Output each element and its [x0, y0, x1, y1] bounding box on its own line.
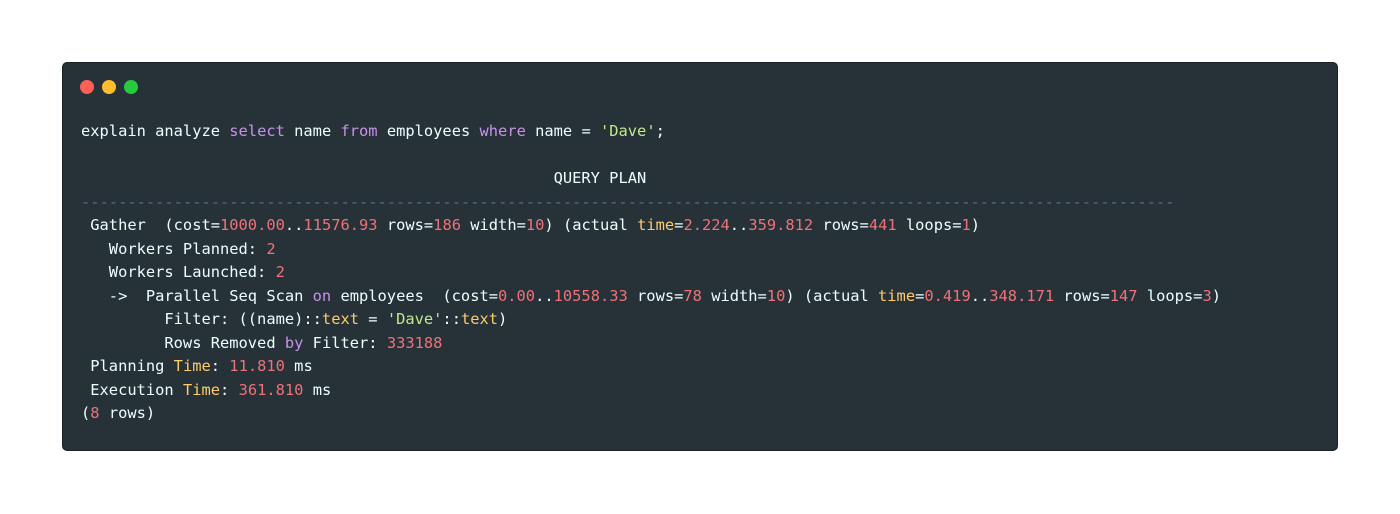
code-token: Gather (cost=: [81, 216, 220, 234]
code-token: Planning: [81, 357, 174, 375]
code-token: 10: [766, 286, 786, 305]
code-token: 186: [433, 216, 461, 234]
plan-line-planning-time: Planning Time: 11.810 ms: [81, 355, 1221, 379]
code-token: name: [284, 122, 341, 140]
code-token: rows=: [377, 216, 434, 234]
code-token: ) (actual: [544, 216, 638, 234]
code-token: ): [1211, 286, 1221, 305]
query-plan-header: QUERY PLAN: [81, 167, 1221, 191]
code-token: time: [878, 286, 916, 305]
code-token: 'Dave': [386, 310, 443, 328]
code-token: width=: [701, 286, 767, 305]
code-token: 3: [1202, 286, 1212, 305]
code-token: 2: [266, 239, 276, 258]
code-token: ..: [535, 286, 554, 305]
code-token: 1: [961, 216, 971, 234]
code-token: loops=: [1137, 286, 1203, 305]
code-token: by: [284, 333, 304, 352]
code-token: ..: [284, 216, 304, 234]
code-token: Time: [182, 380, 221, 399]
query-line: explain analyze select name from employe…: [81, 120, 1221, 144]
code-token: 10558.33: [553, 286, 628, 305]
code-token: 78: [683, 286, 702, 305]
code-token: Filter:: [303, 333, 387, 352]
code-token: Execution: [81, 380, 183, 399]
plan-line-workers-launched: Workers Launched: 2: [81, 261, 1221, 285]
code-token: 361.810: [238, 380, 304, 399]
plan-line-rows-removed: Rows Removed by Filter: 333188: [81, 332, 1221, 356]
code-token: 11.810: [229, 357, 285, 375]
code-token: from: [340, 122, 378, 140]
code-token: Workers Planned:: [81, 239, 267, 258]
close-button[interactable]: [80, 80, 94, 94]
code-token: :: [220, 380, 239, 399]
code-token: :: [210, 357, 230, 375]
code-token: 8: [90, 404, 100, 422]
code-token: 359.812: [748, 216, 814, 234]
code-token: 441: [868, 216, 897, 234]
code-token: Time: [173, 357, 211, 375]
code-token: text: [321, 310, 359, 328]
plan-line-gather: Gather (cost=1000.00..11576.93 rows=186 …: [81, 214, 1221, 238]
code-token: 11576.93: [303, 216, 378, 234]
code-token: ms: [284, 357, 313, 375]
code-token: 2.224: [683, 216, 730, 234]
code-token: 147: [1109, 286, 1138, 305]
code-token: explain analyze: [81, 122, 230, 140]
code-token: on: [312, 286, 332, 305]
code-token: =: [915, 286, 925, 305]
code-token: width=: [460, 216, 526, 234]
code-token: -> Parallel Seq Scan: [81, 286, 313, 305]
code-token: 'Dave': [599, 122, 656, 140]
code-token: employees (cost=: [331, 286, 498, 305]
minimize-button[interactable]: [102, 80, 116, 94]
terminal-window: explain analyze select name from employe…: [62, 62, 1338, 451]
code-token: 0.419: [924, 286, 971, 305]
code-token: Workers Launched:: [81, 263, 276, 281]
plan-line-seq-scan: -> Parallel Seq Scan on employees (cost=…: [81, 285, 1221, 309]
code-token: select: [229, 122, 285, 140]
code-token: name =: [525, 122, 600, 140]
code-token: ) (actual: [785, 286, 879, 305]
separator-line: ----------------------------------------…: [81, 192, 1175, 211]
code-token: ms: [303, 380, 332, 399]
code-token: QUERY PLAN: [553, 169, 647, 187]
code-token: ): [498, 310, 508, 328]
code-token: ..: [729, 216, 749, 234]
code-token: =: [359, 310, 387, 328]
code-token: where: [479, 122, 526, 140]
code-token: ): [970, 216, 981, 234]
code-token: (: [81, 404, 91, 422]
code-token: ::: [442, 310, 461, 328]
code-token: employees: [377, 122, 480, 140]
code-token: loops=: [896, 216, 962, 234]
code-token: =: [674, 216, 684, 234]
plan-line-workers-planned: Workers Planned: 2: [81, 238, 1221, 262]
code-token: 0.00: [498, 286, 536, 305]
code-token: ..: [970, 286, 990, 305]
code-token: rows=: [627, 286, 684, 305]
code-token: 348.171: [989, 286, 1055, 305]
code-token: rows): [99, 404, 156, 422]
code-output: explain analyze select name from employe…: [81, 120, 1221, 426]
plan-line-execution-time: Execution Time: 361.810 ms: [81, 379, 1221, 403]
code-token: text: [460, 310, 499, 328]
code-token: Filter: ((name)::: [81, 310, 322, 328]
plan-line-filter: Filter: ((name)::text = 'Dave'::text): [81, 308, 1221, 332]
row-count-line: (8 rows): [81, 402, 1221, 426]
zoom-button[interactable]: [124, 80, 138, 94]
code-token: rows=: [813, 216, 869, 234]
code-token: ;: [655, 122, 665, 140]
code-token: 1000.00: [220, 216, 285, 234]
code-token: rows=: [1054, 286, 1110, 305]
code-token: 10: [525, 216, 545, 234]
code-token: [81, 169, 554, 187]
code-token: 333188: [386, 333, 443, 352]
code-token: 2: [275, 263, 285, 281]
code-token: Rows Removed: [81, 333, 285, 352]
code-token: time: [637, 216, 675, 234]
